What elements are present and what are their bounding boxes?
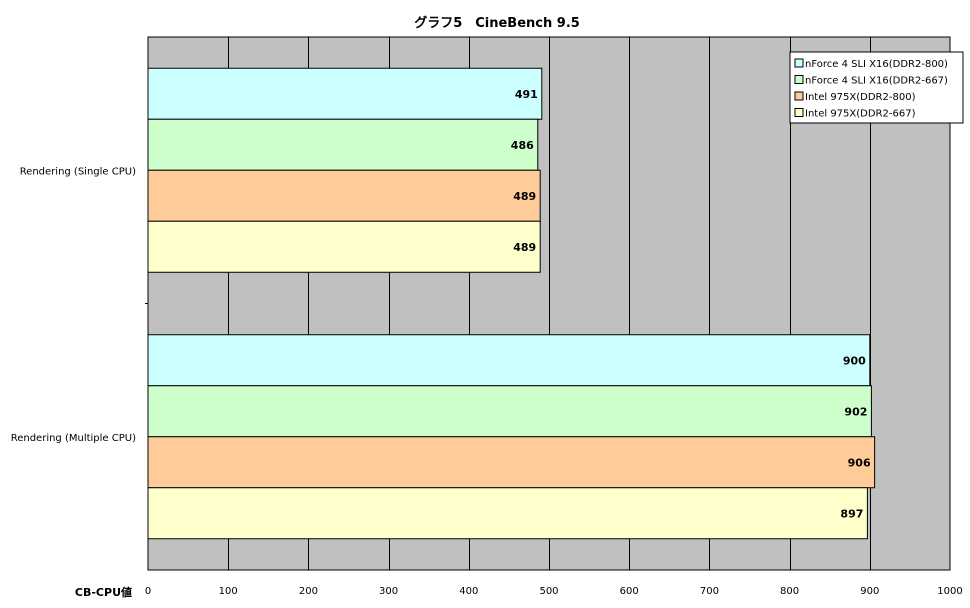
legend-entry: nForce 4 SLI X16(DDR2-800) <box>805 59 948 70</box>
bar <box>147 436 876 489</box>
x-tick-label: 100 <box>219 586 238 597</box>
x-tick-label: 800 <box>780 586 799 597</box>
bar <box>147 334 871 387</box>
legend: nForce 4 SLI X16(DDR2-800) nForce 4 SLI X… <box>789 51 964 124</box>
bar-value-label: 491 <box>515 88 538 101</box>
legend-swatch <box>794 58 804 68</box>
x-axis-title: CB-CPU値 <box>75 585 132 599</box>
x-tick-label: 700 <box>700 586 719 597</box>
x-tick-label: 600 <box>620 586 639 597</box>
legend-box <box>789 51 964 124</box>
legend-swatch <box>794 108 804 117</box>
bar <box>147 118 539 171</box>
x-tick-label: 200 <box>299 586 318 597</box>
x-tick-label: 0 <box>145 586 151 597</box>
x-tick-label: 400 <box>459 586 478 597</box>
bars <box>147 67 876 540</box>
bar <box>147 385 872 438</box>
bar-value-label: 486 <box>511 139 534 152</box>
legend-swatch <box>794 91 804 101</box>
bar-value-label: 906 <box>848 456 871 469</box>
legend-entry: nForce 4 SLI X16(DDR2-667) <box>805 76 948 87</box>
bar-value-label: 897 <box>840 507 863 520</box>
value-labels: 491 486 489 489 900 902 906 897 <box>511 88 871 521</box>
bar <box>147 487 868 540</box>
chart-title: グラフ5 CineBench 9.5 <box>414 15 580 31</box>
x-tick-label: 500 <box>539 586 558 597</box>
bar <box>147 220 541 273</box>
bar-value-label: 902 <box>844 405 867 418</box>
x-tick-label: 900 <box>860 586 879 597</box>
bar-value-label: 900 <box>843 354 866 367</box>
category-label: Rendering (Single CPU) <box>20 166 136 177</box>
legend-entry: Intel 975X(DDR2-667) <box>805 109 916 120</box>
x-tick-labels: 0 100 200 300 400 500 600 700 800 900 1000 <box>145 586 963 597</box>
x-tick-label: 300 <box>379 586 398 597</box>
x-tick-label: 1000 <box>937 586 962 597</box>
category-labels: Rendering (Single CPU) Rendering (Multipl… <box>11 166 148 444</box>
legend-swatch <box>794 75 804 84</box>
category-label: Rendering (Multiple CPU) <box>11 433 136 444</box>
legend-entry: Intel 975X(DDR2-800) <box>805 92 916 103</box>
bar <box>147 169 541 222</box>
bar-value-label: 489 <box>513 241 536 254</box>
bar-value-label: 489 <box>513 190 536 203</box>
bar <box>147 67 543 120</box>
